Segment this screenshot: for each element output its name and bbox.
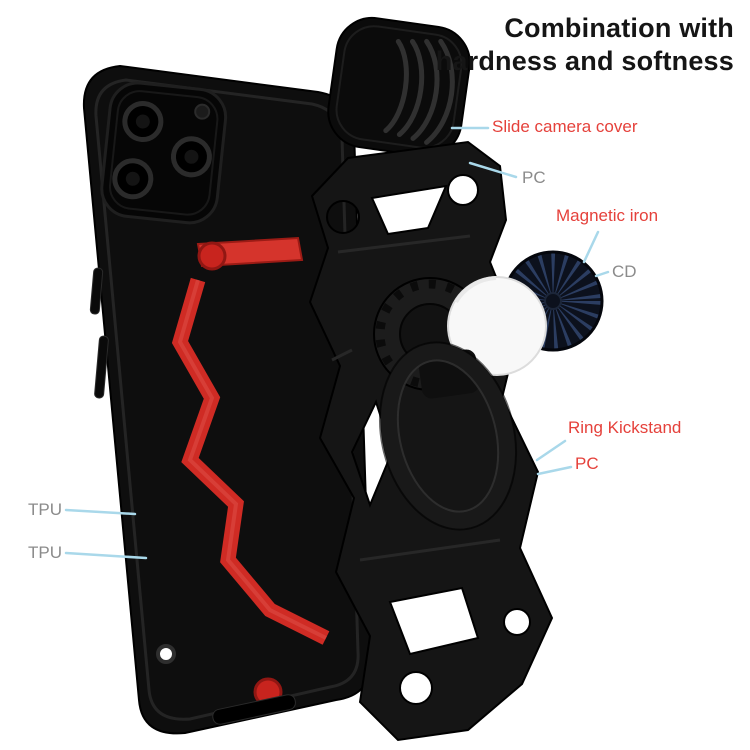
label-pc-top: PC	[522, 168, 546, 187]
white-disc-highlight	[454, 276, 497, 304]
armor-plate-bevel	[331, 234, 507, 562]
tpu-red-knob-top	[197, 241, 227, 271]
page-title-line1: Combination with	[504, 13, 734, 43]
label-slide-camera-cover: Slide camera cover	[492, 117, 638, 136]
label-tpu-upper: TPU	[28, 500, 62, 519]
side-button	[94, 335, 109, 399]
phone-case	[82, 64, 373, 735]
label-tpu-lower: TPU	[28, 543, 62, 562]
lanyard-hole	[156, 644, 176, 664]
leader-line-magnetic-iron	[582, 230, 600, 264]
tpu-red-insert	[171, 236, 330, 707]
camera-module	[100, 81, 228, 225]
page-title: Combination with hardness and softness	[436, 12, 734, 78]
charge-port-cutout	[212, 694, 296, 725]
volume-button	[89, 267, 104, 315]
label-pc-bottom: PC	[575, 454, 599, 473]
kickstand-ring	[378, 341, 518, 531]
ring-kickstand-assembly	[373, 250, 604, 531]
leader-line-pc-top	[468, 161, 518, 179]
page-title-line2: hardness and softness	[435, 45, 734, 76]
label-cd: CD	[612, 262, 637, 281]
white-disc	[447, 276, 547, 376]
leader-line-cd	[594, 270, 610, 278]
leader-line-tpu-lower	[64, 551, 148, 560]
leader-lines	[64, 126, 610, 560]
leader-line-ring-kickstand	[535, 439, 567, 462]
slide-camera-cover-part	[327, 16, 471, 158]
leader-line-pc-bottom	[536, 465, 573, 476]
leader-line-tpu-upper	[64, 508, 137, 516]
camera-flash	[194, 103, 211, 120]
label-magnetic-iron: Magnetic iron	[556, 206, 659, 225]
label-ring-kickstand: Ring Kickstand	[568, 418, 682, 437]
